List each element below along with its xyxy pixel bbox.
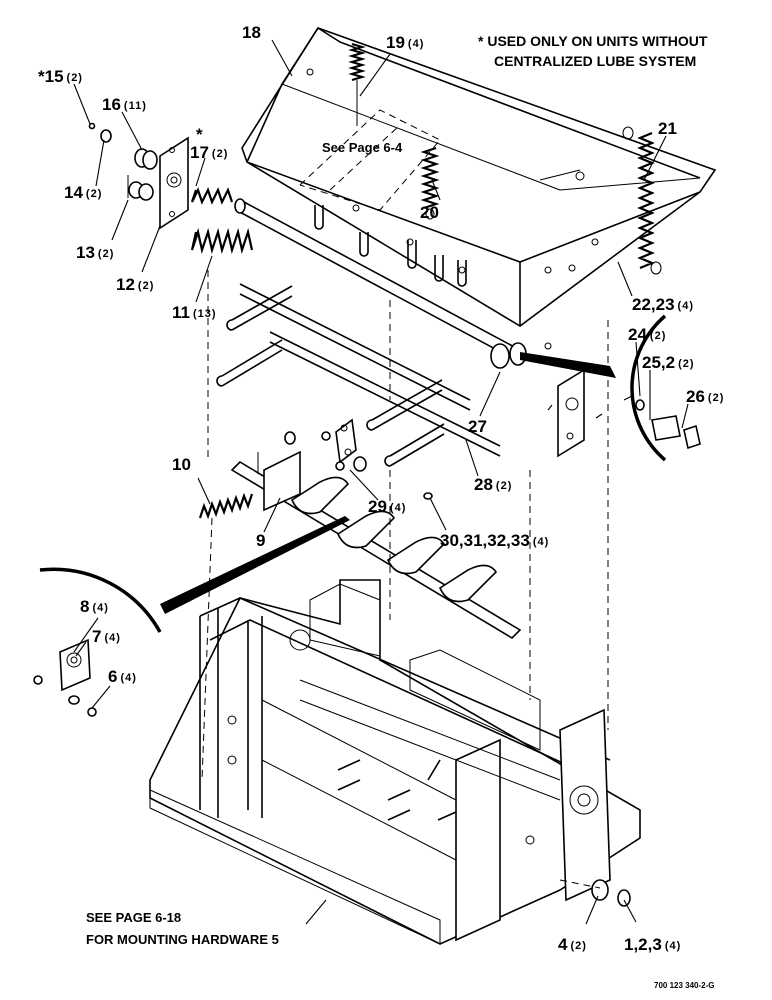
detail-magnifier-right [520, 314, 701, 462]
hopper-tray-part-18 [241, 27, 717, 327]
callout-7: 7(4) [92, 627, 121, 646]
assembly-lines [201, 270, 609, 889]
note-line-2: CENTRALIZED LUBE SYSTEM [494, 53, 696, 69]
mounting-hardware-ref-line-1: SEE PAGE 6-18 [86, 910, 181, 925]
callout-13: 13(2) [76, 243, 114, 262]
base-frame [149, 579, 641, 945]
callout-20: 20 [420, 203, 439, 222]
callout-8: 8(4) [80, 597, 109, 616]
callout-12: 12(2) [116, 275, 154, 294]
callout-17-star: * [196, 125, 203, 144]
callout-25: 25,2(2) [642, 353, 695, 372]
figure-id: 700 123 340-2-G [654, 981, 715, 990]
lower-shaft-9 [198, 450, 522, 640]
callout-22-23: 22,23(4) [632, 295, 694, 314]
callout-10: 10 [172, 455, 191, 474]
callout-15: *15(2) [38, 67, 83, 86]
right-bearing-plate [547, 368, 603, 458]
mounting-hardware-ref-line-2: FOR MOUNTING HARDWARE 5 [86, 932, 279, 947]
linkage-hardware-29 [284, 418, 433, 500]
springs-19-20-21 [348, 42, 662, 275]
callout-26: 26(2) [686, 387, 724, 406]
callout-27: 27 [468, 417, 487, 436]
callout-14: 14(2) [64, 183, 102, 202]
left-bearing-plate-12 [88, 122, 254, 255]
callout-11: 11(13) [172, 303, 217, 322]
finger-arms [216, 283, 501, 467]
upper-shaft [234, 198, 552, 369]
callout-1-2-3: 1,2,3(4) [624, 935, 681, 954]
callout-21: 21 [658, 119, 677, 138]
callout-30-33: 30,31,32,33(4) [440, 531, 549, 550]
leader-lines [73, 39, 689, 925]
callout-29: 29(4) [368, 497, 406, 516]
callout-18: 18 [242, 23, 261, 42]
see-page-6-4-reference: See Page 6-4 [322, 140, 403, 155]
callout-19: 19(4) [386, 33, 424, 52]
note-line-1: * USED ONLY ON UNITS WITHOUT [478, 33, 708, 49]
callout-4: 4(2) [558, 935, 587, 954]
callout-16: 16(11) [102, 95, 147, 114]
callout-17: 17(2) [190, 143, 228, 162]
callout-28: 28(2) [474, 475, 512, 494]
callout-6: 6(4) [108, 667, 137, 686]
callout-9: 9 [256, 531, 265, 550]
detail-magnifier-left [33, 516, 350, 717]
callout-24: 24(2) [628, 325, 666, 344]
